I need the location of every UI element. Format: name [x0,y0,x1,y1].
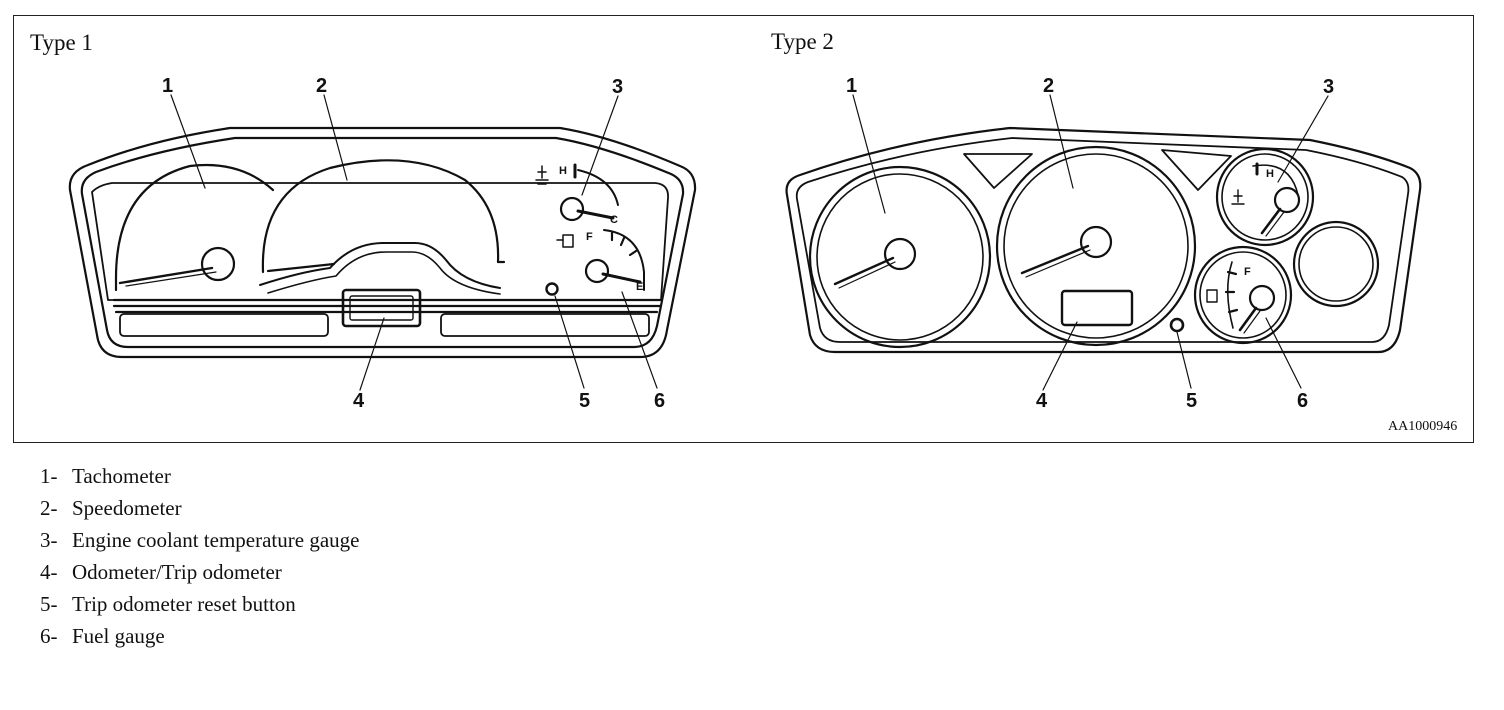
type2-odometer-display [1060,289,1134,327]
type1-cluster [68,94,697,391]
type1-callout-1: 1 [162,75,174,97]
legend-text: Tachometer [72,464,171,488]
legend-text: Trip odometer reset button [72,592,296,616]
type2-callout-3: 3 [1323,76,1335,98]
type1-cold-mark: C [610,214,618,226]
legend-number: 5- [40,592,58,616]
legend-text: Speedometer [72,496,182,520]
type2-temperature-gauge [1215,147,1315,247]
type2-label: Type 2 [771,29,834,54]
type2-full-mark: F [1244,266,1251,278]
type2-callout-1: 1 [846,75,858,97]
type1-callout-6: 6 [654,390,666,412]
type1-fuel-gauge [556,229,645,291]
type2-callout-5: 5 [1186,390,1198,412]
type1-callout-4: 4 [353,390,365,412]
type2-trip-reset-button [1169,317,1185,333]
figure-frame [13,15,1474,443]
type1-speedometer [261,159,506,274]
type1-callout-2: 2 [316,75,328,97]
legend-item: 3- Engine coolant temperature gauge [40,524,359,556]
type2-callout-4: 4 [1036,390,1048,412]
type1-full-mark: F [586,231,593,243]
legend-list: 1- Tachometer 2- Speedometer 3- Engine cool… [40,460,359,652]
legend-item: 1- Tachometer [40,460,359,492]
legend-number: 2- [40,496,58,520]
type1-callout-3: 3 [612,76,624,98]
legend-number: 1- [40,464,58,488]
figure-code: AA1000946 [1388,419,1458,434]
type2-tachometer [808,165,992,349]
legend-text: Fuel gauge [72,624,165,648]
legend-text: Odometer/Trip odometer [72,560,282,584]
legend-item: 4- Odometer/Trip odometer [40,556,359,588]
type2-callout-2: 2 [1043,75,1055,97]
type1-tachometer [114,163,275,292]
type1-label: Type 1 [30,30,93,55]
type2-speedometer [995,145,1197,347]
legend-number: 3- [40,528,58,552]
instrument-cluster-diagram: H C F E H F [68,94,1422,391]
legend-item: 5- Trip odometer reset button [40,588,359,620]
type1-empty-mark: E [636,281,643,293]
type1-hot-mark: H [559,165,567,177]
legend-item: 2- Speedometer [40,492,359,524]
type1-callout-5: 5 [579,390,591,412]
type1-temperature-gauge [535,163,619,222]
legend-number: 4- [40,560,58,584]
type2-fuel-gauge [1193,245,1293,345]
legend-item: 6- Fuel gauge [40,620,359,652]
type2-callout-6: 6 [1297,390,1309,412]
type2-cluster [785,94,1422,391]
legend-text: Engine coolant temperature gauge [72,528,360,552]
legend-number: 6- [40,624,58,648]
type2-hot-mark: H [1266,168,1274,180]
type1-trip-reset-button [545,282,559,296]
